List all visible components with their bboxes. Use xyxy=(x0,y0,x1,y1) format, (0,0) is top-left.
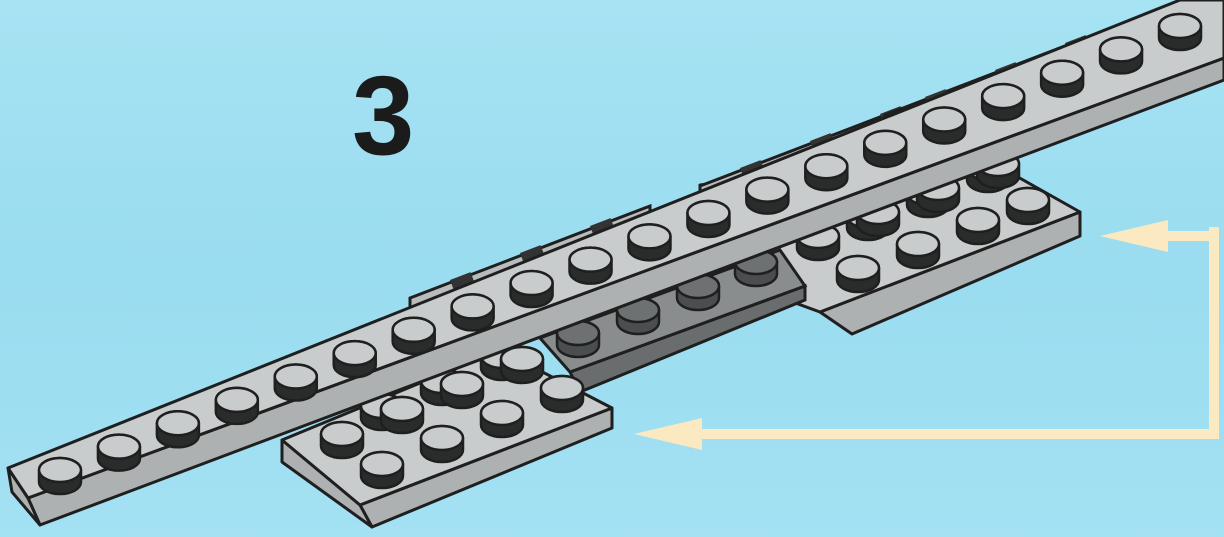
stud-icon xyxy=(501,347,543,383)
stud-icon xyxy=(897,232,939,268)
stud-icon xyxy=(1007,188,1049,224)
stud-icon xyxy=(923,107,965,143)
stud-icon xyxy=(628,224,670,260)
stud-icon xyxy=(837,256,879,292)
stud-icon xyxy=(1041,61,1083,97)
stud-icon xyxy=(381,397,423,433)
stud-icon xyxy=(157,411,199,447)
stud-icon xyxy=(1100,37,1142,73)
stud-icon xyxy=(98,435,140,471)
stud-icon xyxy=(361,452,403,488)
stud-icon xyxy=(441,372,483,408)
stud-icon xyxy=(864,131,906,167)
stud-icon xyxy=(275,365,317,401)
stud-icon xyxy=(321,422,363,458)
stud-icon xyxy=(393,318,435,354)
stud-icon xyxy=(421,426,463,462)
stud-icon xyxy=(452,294,494,330)
stud-icon xyxy=(805,154,847,190)
stud-icon xyxy=(1159,14,1201,50)
stud-icon xyxy=(957,208,999,244)
stud-icon xyxy=(334,341,376,377)
stud-icon xyxy=(982,84,1024,120)
light-gray-1x20-plate-icon xyxy=(8,0,1224,525)
stud-icon xyxy=(481,401,523,437)
stud-icon xyxy=(39,458,81,494)
stud-icon xyxy=(511,271,553,307)
stud-icon xyxy=(216,388,258,424)
stud-icon xyxy=(570,248,612,284)
stud-icon xyxy=(687,201,729,237)
stud-icon xyxy=(746,178,788,214)
stud-icon xyxy=(541,376,583,412)
